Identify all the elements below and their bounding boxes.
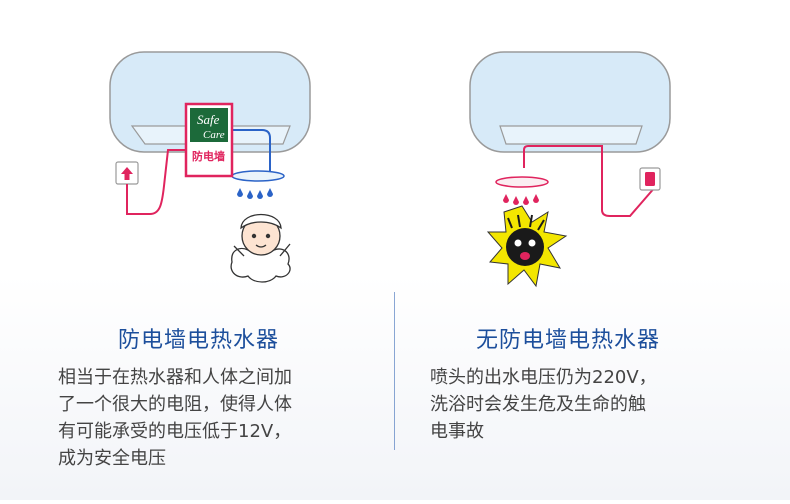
right-water-drops xyxy=(503,194,539,205)
electrocuted-figure xyxy=(486,205,568,288)
left-title: 防电墙电热水器 xyxy=(118,328,280,353)
right-description-line: 电事故 xyxy=(430,421,484,442)
panel-divider xyxy=(394,292,395,450)
safe-care-badge-sub: 防电墙 xyxy=(192,149,225,163)
right-description: 喷头的出水电压仍为220V， 洗浴时会发生危及生命的触 电事故 xyxy=(430,364,740,445)
right-description-line: 喷头的出水电压仍为220V， xyxy=(430,367,657,388)
left-power-wire xyxy=(126,149,190,215)
safe-care-badge-line1: Safe xyxy=(197,112,220,127)
right-tank-bottom-band xyxy=(499,125,643,145)
left-description-line: 了一个很大的电阻，使得人体 xyxy=(58,394,292,415)
left-shower-head xyxy=(231,170,285,182)
right-title: 无防电墙电热水器 xyxy=(476,328,661,353)
right-water-pipe-electrified xyxy=(523,145,657,217)
right-illustration xyxy=(469,51,671,288)
left-socket-arrow-icon xyxy=(121,167,133,180)
left-illustration: Safe Care 防电墙 xyxy=(109,51,311,283)
right-plug-core xyxy=(645,172,655,186)
left-description-line: 有可能承受的电压低于12V， xyxy=(58,421,292,442)
happy-bather-figure xyxy=(230,214,291,283)
left-description: 相当于在热水器和人体之间加 了一个很大的电阻，使得人体 有可能承受的电压低于12… xyxy=(58,364,358,472)
left-description-line: 成为安全电压 xyxy=(58,448,166,469)
right-shower-head xyxy=(495,176,549,188)
left-water-pipe xyxy=(232,129,271,172)
right-description-line: 洗浴时会发生危及生命的触 xyxy=(430,394,646,415)
safe-care-badge-line2: Care xyxy=(203,129,225,141)
safe-care-badge-inner xyxy=(190,108,228,142)
left-description-line: 相当于在热水器和人体之间加 xyxy=(58,367,292,388)
left-water-drops xyxy=(237,188,273,199)
